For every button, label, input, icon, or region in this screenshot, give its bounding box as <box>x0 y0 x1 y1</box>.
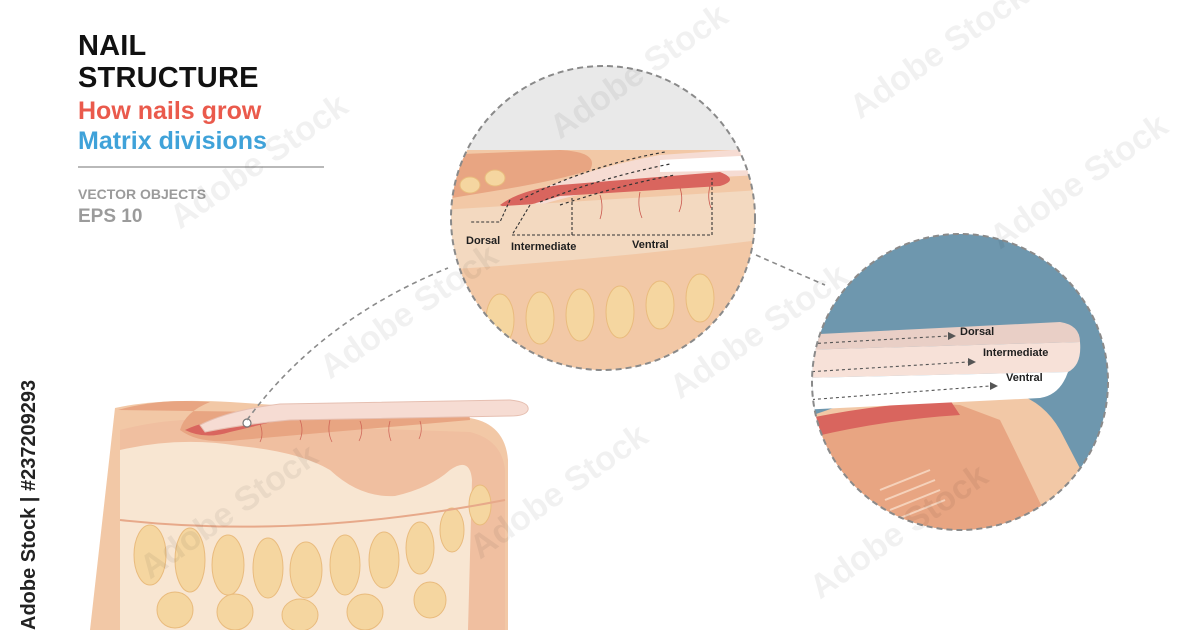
subtitle-how-nails-grow: How nails grow <box>78 97 262 125</box>
nail-plate <box>199 399 529 433</box>
plate-zoom-border <box>811 233 1109 531</box>
meta-eps-version: EPS 10 <box>78 206 143 227</box>
plate-layer-ventral <box>812 372 1068 410</box>
title-divider <box>78 166 324 168</box>
fat-lobules <box>133 484 492 630</box>
title-block: NAIL STRUCTURE How nails grow Matrix div… <box>78 30 328 228</box>
zoom-marker <box>242 418 252 428</box>
matrix-division-brackets <box>470 178 713 236</box>
meta-vector-objects: VECTOR OBJECTS <box>78 186 207 202</box>
matrix-label-dorsal: Dorsal <box>466 235 500 247</box>
matrix-zoom-circle: Dorsal Intermediate Ventral <box>450 65 756 371</box>
plate-label-dorsal: Dorsal <box>960 326 994 338</box>
finger-cross-section <box>90 399 529 630</box>
plate-label-ventral: Ventral <box>1006 372 1043 384</box>
connector-to-plate-zoom <box>755 254 826 286</box>
matrix-zoom-border <box>450 65 756 371</box>
plate-label-intermediate: Intermediate <box>983 347 1048 359</box>
connector-to-matrix-zoom <box>246 267 449 421</box>
plate-layer-intermediate <box>812 342 1081 378</box>
subtitle-matrix-divisions: Matrix divisions <box>78 127 267 155</box>
plate-zoom-circle: Dorsal Intermediate Ventral <box>811 233 1109 531</box>
matrix-label-intermediate: Intermediate <box>511 241 576 253</box>
watermark: Adobe Stock <box>843 0 1035 127</box>
watermark: Adobe Stock <box>313 236 505 386</box>
page-title: NAIL STRUCTURE <box>78 30 259 94</box>
matrix-label-ventral: Ventral <box>632 239 669 251</box>
watermark: Adobe Stock <box>983 106 1175 256</box>
matrix-zoom-matrix <box>500 172 730 210</box>
zoom-connectors <box>246 254 826 421</box>
watermark: Adobe Stock <box>163 86 355 236</box>
